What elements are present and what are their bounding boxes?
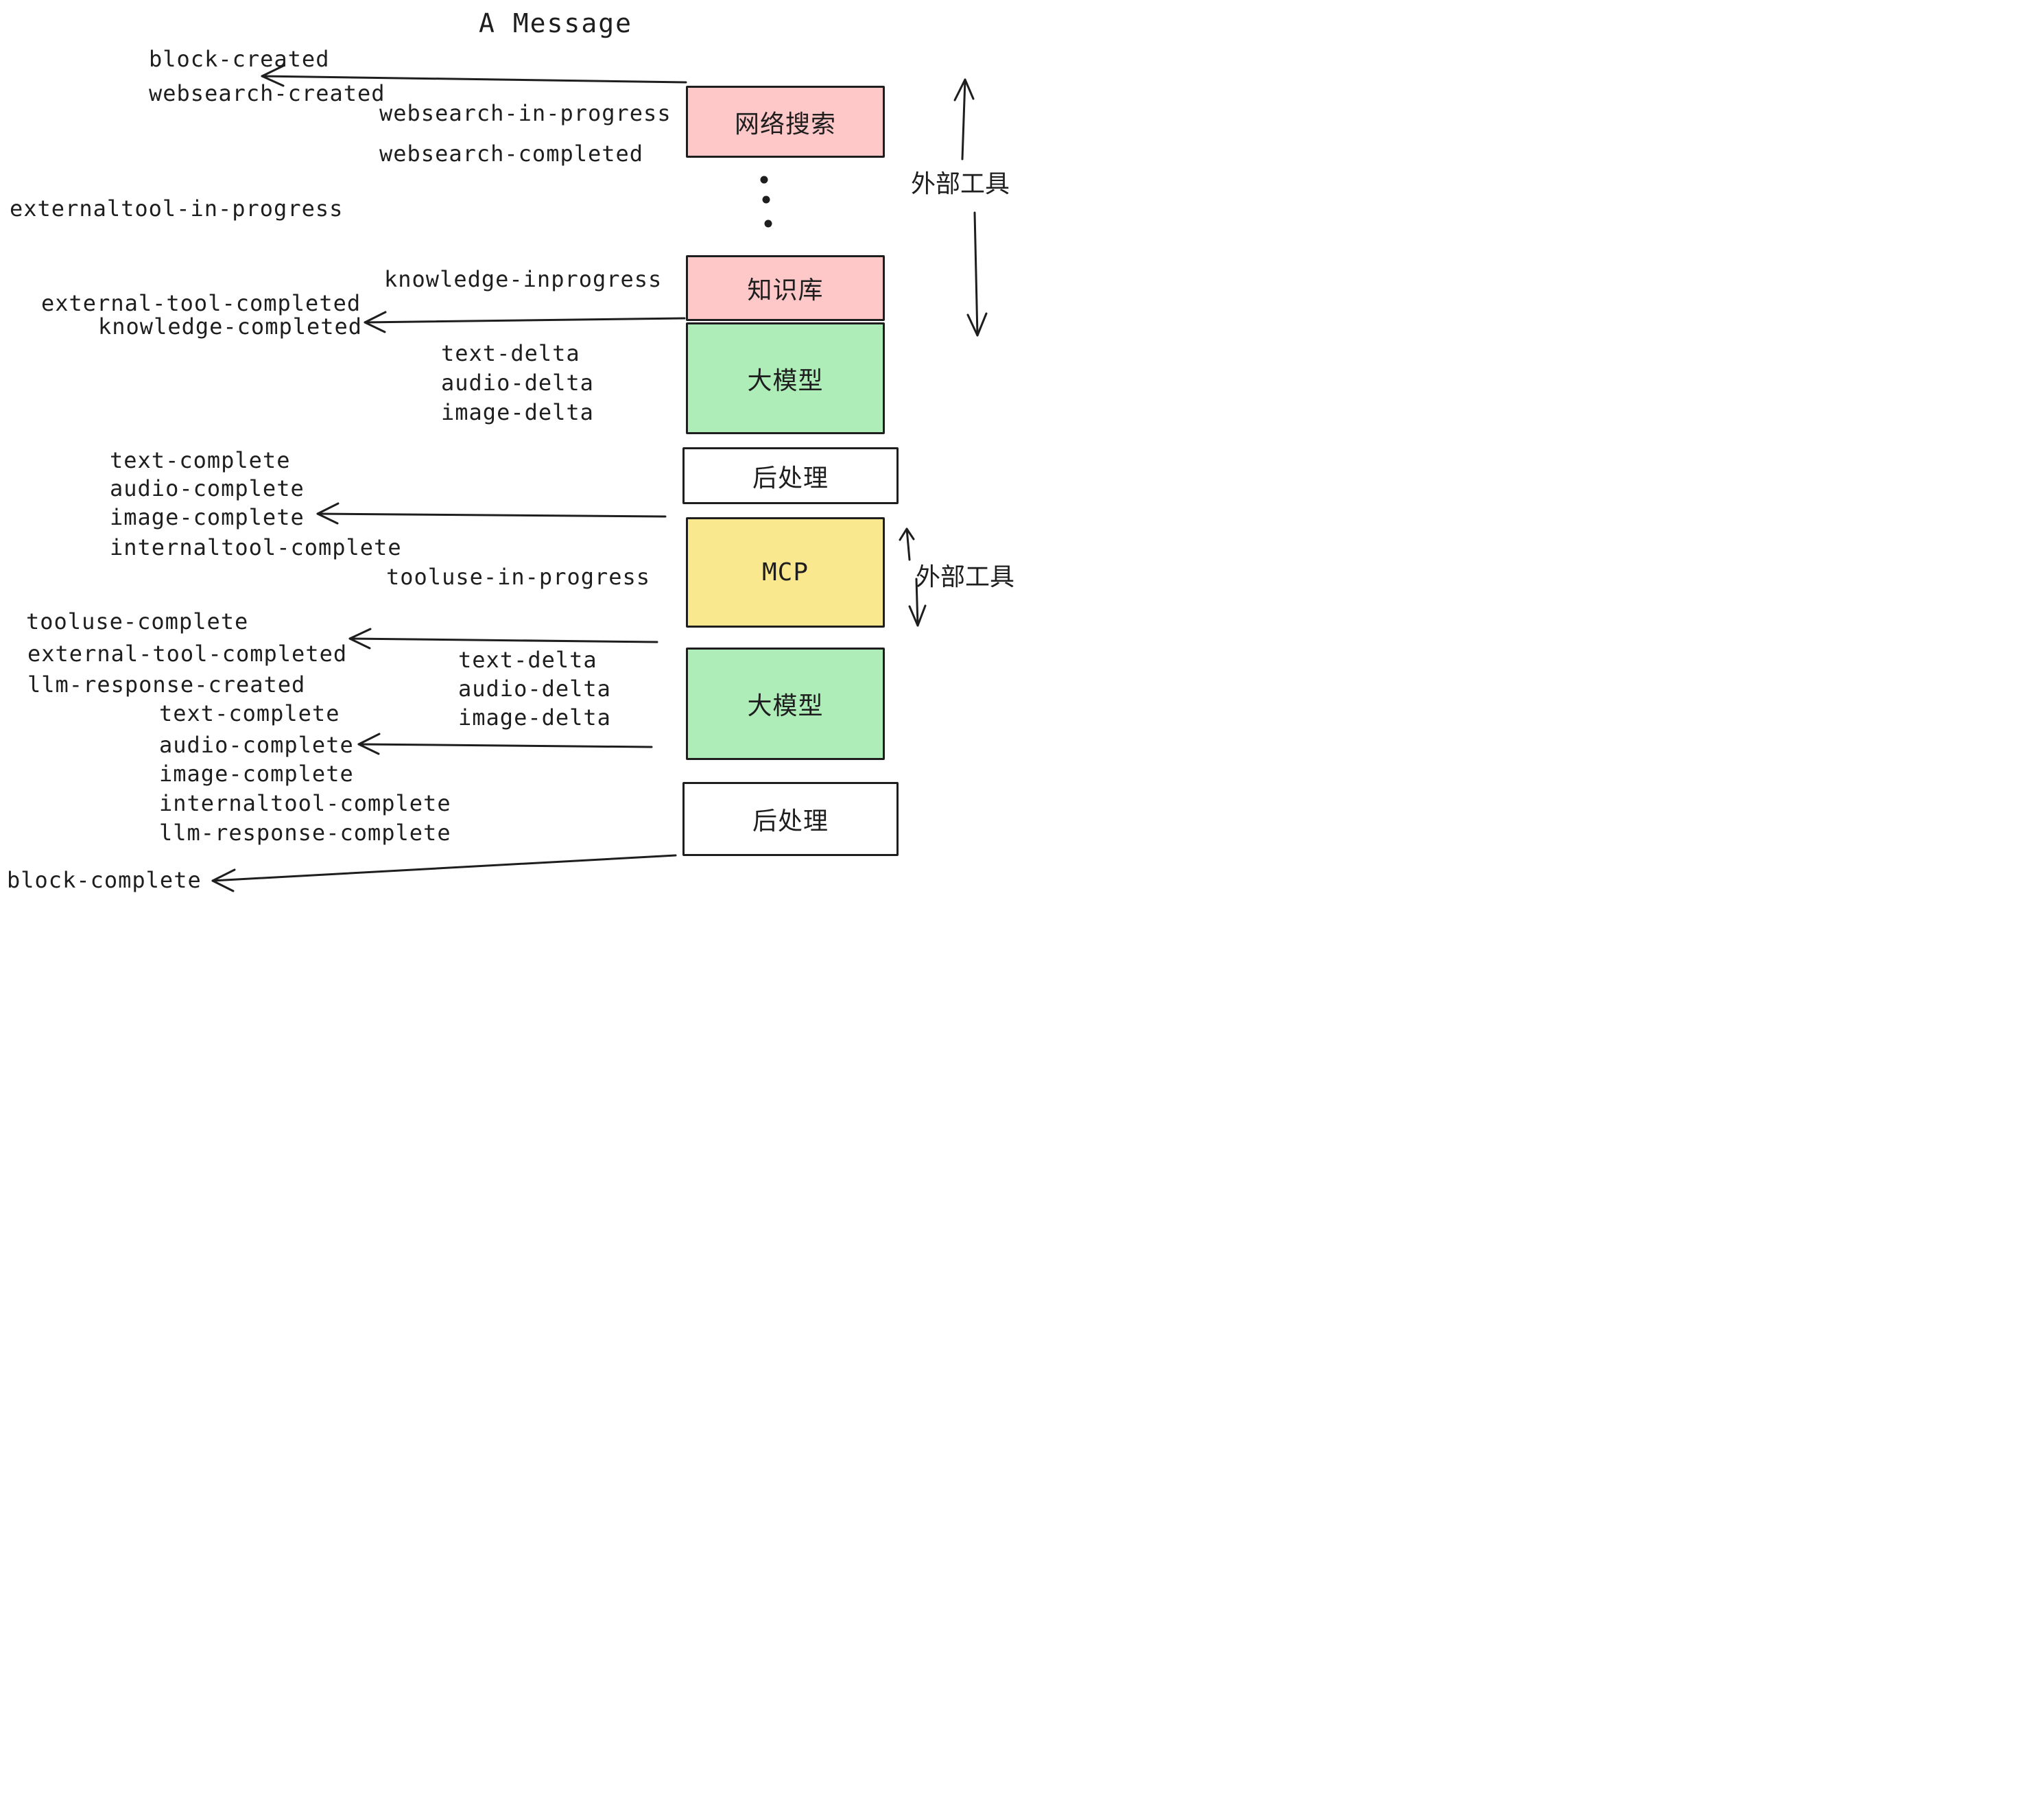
event-text-delta-2: text-delta	[458, 647, 597, 673]
arrow-to-image-complete-head	[316, 502, 340, 525]
external-tools-top-up-arrow-head	[953, 78, 975, 102]
external-tools-bottom-up-arrow-line	[905, 527, 911, 561]
box-knowledge-base: 知识库	[686, 255, 885, 321]
event-internaltool-complete-2: internaltool-complete	[159, 790, 451, 816]
arrow-to-knowledge-completed-head	[364, 311, 387, 333]
box-llm-2: 大模型	[686, 648, 885, 760]
box-postprocess-2: 后处理	[682, 782, 899, 856]
page-title: A Message	[479, 8, 632, 38]
event-internaltool-complete: internaltool-complete	[110, 534, 402, 560]
event-tooluse-in-progress: tooluse-in-progress	[386, 564, 651, 590]
box-llm-2-label: 大模型	[747, 692, 824, 720]
event-image-complete-2: image-complete	[159, 761, 354, 787]
event-websearch-completed: websearch-completed	[379, 141, 644, 167]
event-image-delta-2: image-delta	[458, 704, 611, 731]
event-external-tool-completed-2: external-tool-completed	[27, 641, 348, 667]
external-tools-top-up-arrow-line	[961, 78, 966, 161]
arrow-to-audio-complete-line	[357, 743, 653, 748]
event-audio-complete-2: audio-complete	[159, 732, 354, 758]
event-audio-delta: audio-delta	[441, 370, 594, 396]
external-tools-top-down-arrow-head	[966, 312, 988, 337]
box-mcp: MCP	[686, 517, 885, 628]
event-external-tool-completed: external-tool-completed	[41, 290, 361, 316]
external-tools-label-top: 外部工具	[911, 170, 1010, 198]
event-websearch-in-progress: websearch-in-progress	[379, 100, 672, 126]
box-knowledge-base-label: 知识库	[747, 276, 824, 305]
box-postprocess-2-label: 后处理	[752, 807, 829, 835]
external-tools-label-bottom: 外部工具	[916, 563, 1015, 591]
external-tools-bottom-up-arrow-head	[899, 527, 915, 541]
box-websearch-label: 网络搜索	[734, 110, 836, 139]
box-websearch: 网络搜索	[686, 86, 885, 158]
box-llm-1-label: 大模型	[747, 366, 824, 395]
event-audio-delta-2: audio-delta	[458, 676, 611, 702]
arrow-to-block-complete-head	[211, 868, 236, 892]
event-llm-response-created: llm-response-created	[27, 672, 306, 698]
diagram-canvas: A Message block-created websearch-create…	[0, 0, 1022, 902]
event-image-delta: image-delta	[441, 399, 594, 425]
box-mcp-label: MCP	[761, 558, 809, 586]
event-block-created: block-created	[149, 46, 330, 72]
arrow-to-audio-complete-head	[357, 733, 381, 755]
event-image-complete: image-complete	[110, 504, 305, 530]
box-postprocess-1: 后处理	[682, 447, 899, 504]
event-knowledge-completed: knowledge-completed	[98, 313, 363, 340]
box-llm-1: 大模型	[686, 322, 885, 434]
event-text-complete-2: text-complete	[159, 700, 340, 726]
event-externaltool-in-progress: externaltool-in-progress	[10, 195, 344, 222]
external-tools-top-down-arrow-line	[973, 211, 979, 337]
event-websearch-created: websearch-created	[149, 80, 385, 106]
event-text-delta: text-delta	[441, 340, 580, 366]
arrow-to-tooluse-complete-line	[348, 637, 658, 643]
event-audio-complete: audio-complete	[110, 475, 305, 501]
event-knowledge-inprogress: knowledge-inprogress	[384, 266, 663, 292]
arrow-to-knowledge-completed-line	[364, 317, 686, 324]
ellipsis-dots	[760, 176, 772, 228]
arrow-to-image-complete-line	[316, 512, 667, 518]
event-text-complete: text-complete	[110, 447, 291, 473]
event-block-complete: block-complete	[7, 867, 202, 893]
external-tools-bottom-down-arrow-head	[908, 604, 927, 627]
event-tooluse-complete: tooluse-complete	[26, 608, 249, 634]
arrow-to-tooluse-complete-head	[348, 628, 372, 650]
event-llm-response-complete: llm-response-complete	[159, 820, 451, 846]
arrow-to-block-complete-line	[211, 854, 677, 882]
box-postprocess-1-label: 后处理	[752, 464, 829, 492]
